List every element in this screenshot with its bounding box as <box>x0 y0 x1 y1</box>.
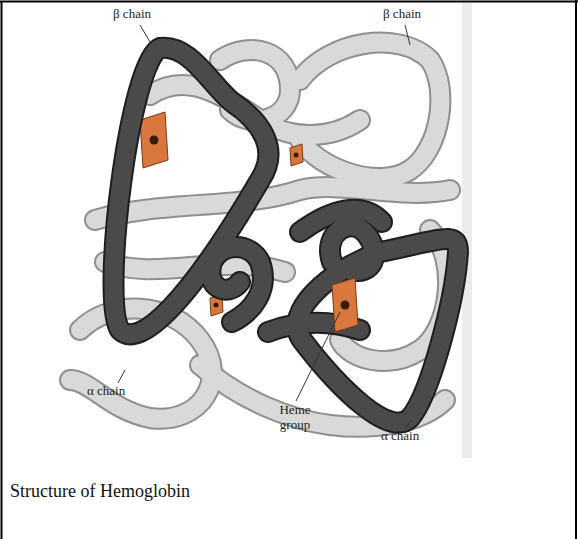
scan-edge <box>462 3 472 458</box>
chain-label: α chain <box>86 384 126 399</box>
leader-lines <box>118 25 412 428</box>
chain-label: β chain <box>112 7 152 22</box>
dark-chains <box>114 48 458 423</box>
chain-label: β chain <box>382 7 422 22</box>
light-chains <box>70 43 450 427</box>
frame-line <box>575 0 577 539</box>
caption: Structure of Hemoglobin <box>10 481 190 502</box>
chain-label: α chain <box>380 429 420 444</box>
part-label: Heme group <box>262 403 328 433</box>
heme-group <box>332 278 358 332</box>
frame-line <box>0 1 578 3</box>
frame-line <box>1 1 3 539</box>
